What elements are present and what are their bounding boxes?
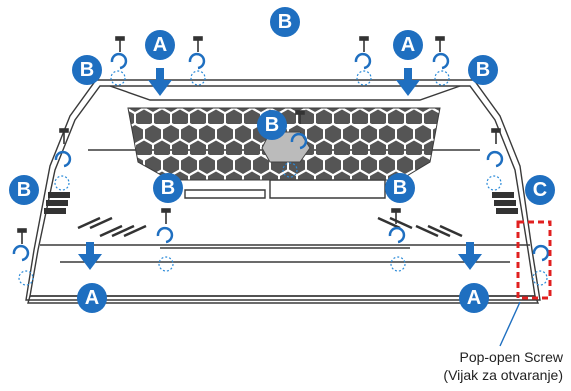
- svg-text:A: A: [467, 287, 481, 309]
- svg-text:A: A: [85, 287, 99, 309]
- label-c: C: [525, 175, 555, 205]
- honeycomb-vent: [127, 107, 441, 181]
- side-vent-left: [44, 192, 70, 214]
- rotate-arrow-icon: [12, 52, 550, 262]
- svg-text:B: B: [278, 11, 292, 33]
- pop-open-screw-callout: [516, 220, 552, 300]
- label-a-top-left: A: [145, 30, 175, 60]
- caption-line-1: Pop-open Screw: [459, 349, 563, 365]
- label-a-bottom-left: A: [77, 283, 107, 313]
- slot-vents: [77, 216, 463, 238]
- label-a-bottom-right: A: [459, 283, 489, 313]
- label-b-upper-left: B: [72, 55, 102, 85]
- svg-text:B: B: [265, 114, 279, 136]
- side-vent-right: [492, 192, 518, 214]
- screw-hole-markers: [18, 70, 548, 286]
- svg-text:B: B: [80, 59, 94, 81]
- label-b-upper-right: B: [468, 55, 498, 85]
- arrow-down-icon: [78, 68, 482, 270]
- svg-text:B: B: [476, 59, 490, 81]
- svg-text:B: B: [393, 177, 407, 199]
- svg-text:C: C: [533, 179, 547, 201]
- label-b-center: B: [257, 110, 287, 140]
- label-b-mid-left: B: [153, 173, 183, 203]
- label-b-mid-right: B: [385, 173, 415, 203]
- screw-icon: [17, 36, 501, 244]
- label-b-top: B: [270, 7, 300, 37]
- label-b-left: B: [9, 175, 39, 205]
- svg-text:A: A: [153, 34, 167, 56]
- callout-leader-line: [499, 301, 521, 347]
- svg-text:B: B: [161, 177, 175, 199]
- label-a-top-right: A: [393, 30, 423, 60]
- svg-text:A: A: [401, 34, 415, 56]
- pop-open-screw-caption: Pop-open Screw (Vijak za otvaranje): [443, 348, 563, 384]
- label-badges: B A A B B B B B B C A A: [9, 7, 555, 313]
- caption-line-2: (Vijak za otvaranje): [443, 367, 563, 383]
- svg-text:B: B: [17, 179, 31, 201]
